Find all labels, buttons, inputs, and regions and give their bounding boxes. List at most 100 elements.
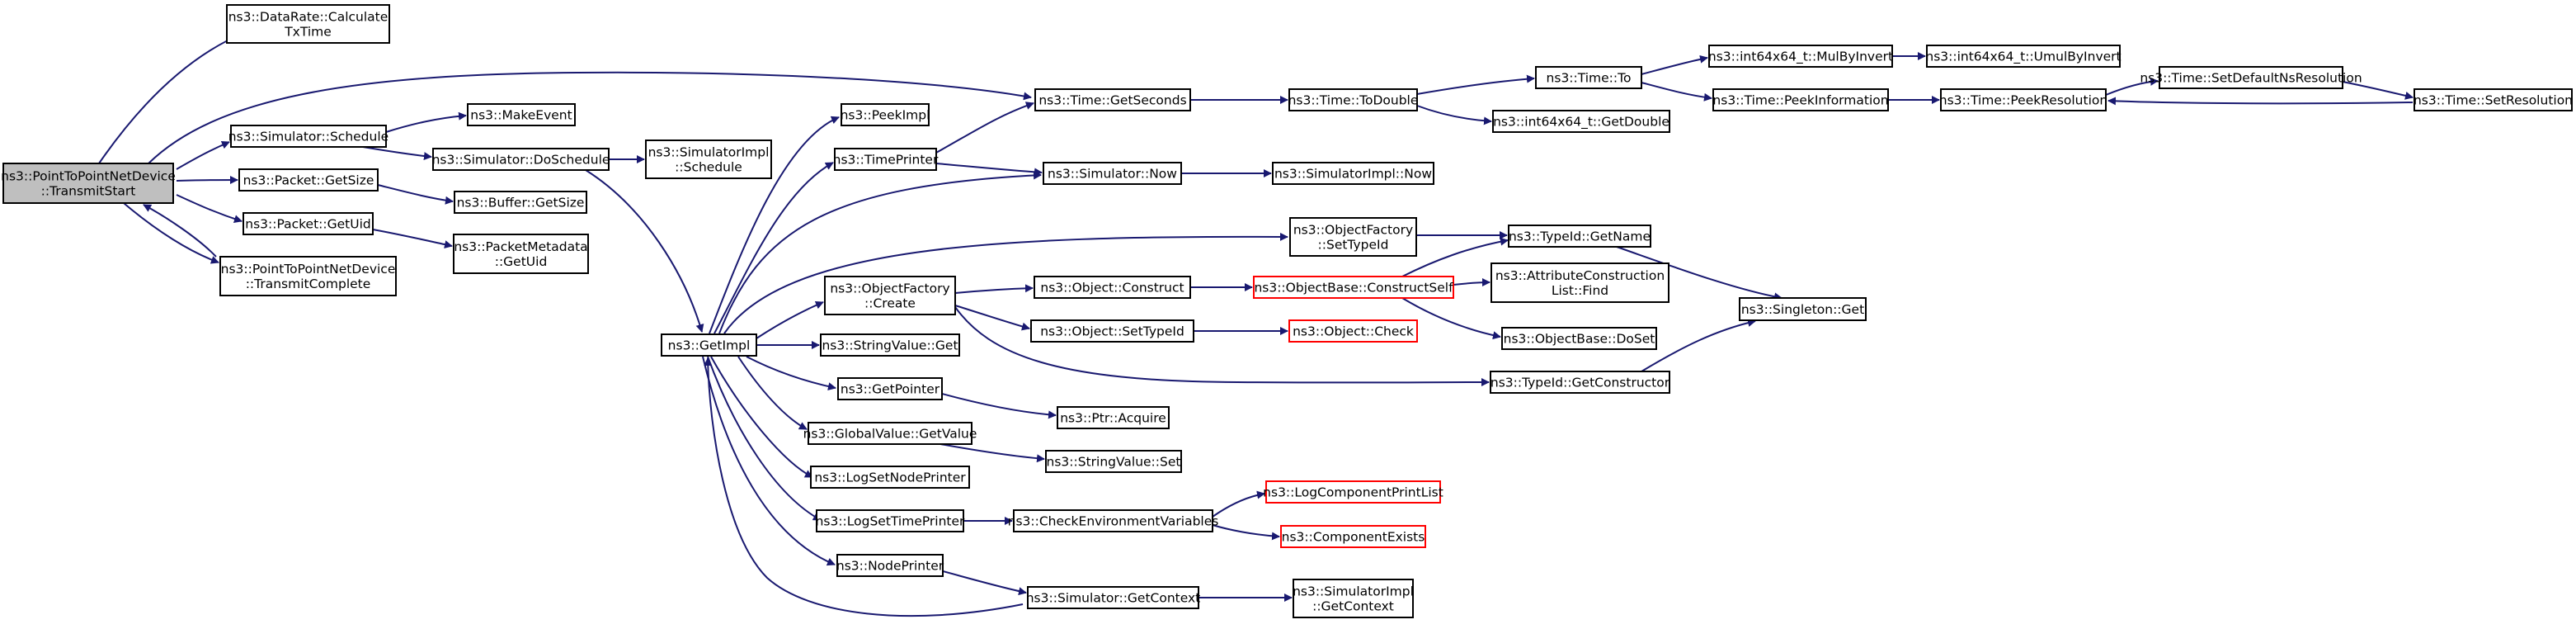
- node-box-compex[interactable]: [1280, 525, 1426, 548]
- node-box-umbi[interactable]: [1926, 45, 2121, 68]
- node-box-svset[interactable]: [1045, 450, 1182, 473]
- node-lstp[interactable]: ns3::LogSetTimePrinter: [816, 509, 965, 532]
- node-pmeta[interactable]: ns3::PacketMetadata::GetUid: [453, 234, 589, 274]
- node-psize[interactable]: ns3::Packet::GetSize: [238, 168, 379, 192]
- node-box-lstp[interactable]: [816, 509, 964, 532]
- node-cenv[interactable]: ns3::CheckEnvironmentVariables: [1008, 509, 1219, 532]
- node-sget[interactable]: ns3::Singleton::Get: [1739, 297, 1867, 321]
- node-lcpl[interactable]: ns3::LogComponentPrintList: [1263, 480, 1443, 504]
- node-box-lsnp[interactable]: [810, 466, 970, 489]
- node-box-tpr[interactable]: [1940, 88, 2107, 111]
- node-box-sched[interactable]: [230, 125, 387, 148]
- node-box-lcpl[interactable]: [1265, 480, 1441, 504]
- node-box-svget[interactable]: [820, 333, 960, 357]
- node-box-siminow[interactable]: [1272, 162, 1434, 185]
- node-ofsti[interactable]: ns3::ObjectFactory::SetTypeId: [1289, 217, 1417, 257]
- node-tsr[interactable]: ns3::Time::SetResolution: [2414, 88, 2573, 111]
- node-box-ofcreate[interactable]: [824, 276, 956, 315]
- node-tpr[interactable]: ns3::Time::PeekResolution: [1939, 88, 2107, 111]
- node-box-tgc[interactable]: [1490, 371, 1670, 394]
- node-box-i64gd[interactable]: [1492, 110, 1670, 133]
- node-box-puid[interactable]: [243, 212, 374, 235]
- node-objchk[interactable]: ns3::Object::Check: [1288, 319, 1418, 343]
- node-sgctx[interactable]: ns3::Simulator::GetContext: [1026, 586, 1201, 609]
- node-box-simnow[interactable]: [1043, 162, 1182, 185]
- node-box-simigc[interactable]: [1293, 579, 1414, 618]
- node-objcon[interactable]: ns3::Object::Construct: [1034, 276, 1191, 299]
- node-box-acl[interactable]: [1491, 262, 1669, 303]
- node-simigc[interactable]: ns3::SimulatorImpl::GetContext: [1293, 579, 1414, 618]
- node-nprint[interactable]: ns3::NodePrinter: [836, 554, 944, 577]
- node-simisch[interactable]: ns3::SimulatorImpl::Schedule: [645, 140, 772, 179]
- node-obds[interactable]: ns3::ObjectBase::DoSet: [1501, 327, 1657, 350]
- node-tgets[interactable]: ns3::Time::GetSeconds: [1034, 88, 1191, 111]
- node-box-objcon[interactable]: [1034, 276, 1191, 299]
- node-box-drc[interactable]: [226, 4, 390, 44]
- node-box-tgets[interactable]: [1034, 88, 1191, 111]
- node-tto[interactable]: ns3::Time::To: [1535, 66, 1642, 89]
- node-box-dosch[interactable]: [432, 148, 610, 171]
- node-dosch[interactable]: ns3::Simulator::DoSchedule: [432, 148, 610, 171]
- node-i64gd[interactable]: ns3::int64x64_t::GetDouble: [1492, 110, 1670, 133]
- node-box-gvget[interactable]: [808, 422, 972, 445]
- node-lsnp[interactable]: ns3::LogSetNodePrinter: [810, 466, 970, 489]
- node-box-root[interactable]: [2, 163, 174, 204]
- node-box-ptracq[interactable]: [1057, 406, 1170, 429]
- node-ptracq[interactable]: ns3::Ptr::Acquire: [1057, 406, 1170, 429]
- node-box-p2pc[interactable]: [219, 256, 397, 296]
- node-box-ofsti[interactable]: [1289, 217, 1417, 257]
- node-box-ttod[interactable]: [1288, 88, 1418, 111]
- node-obcs[interactable]: ns3::ObjectBase::ConstructSelf: [1253, 276, 1454, 299]
- node-mkev[interactable]: ns3::MakeEvent: [467, 103, 576, 126]
- node-peek[interactable]: ns3::PeekImpl: [841, 103, 930, 126]
- node-box-tto[interactable]: [1535, 66, 1642, 89]
- node-tgc[interactable]: ns3::TypeId::GetConstructor: [1490, 371, 1670, 394]
- node-box-tgn[interactable]: [1508, 225, 1651, 248]
- node-box-objsti[interactable]: [1030, 319, 1194, 343]
- node-box-sget[interactable]: [1739, 297, 1867, 321]
- node-siminow[interactable]: ns3::SimulatorImpl::Now: [1272, 162, 1434, 185]
- node-tpi[interactable]: ns3::Time::PeekInformation: [1712, 88, 1889, 111]
- node-box-objchk[interactable]: [1288, 319, 1418, 343]
- node-box-peek[interactable]: [841, 103, 930, 126]
- node-svset[interactable]: ns3::StringValue::Set: [1045, 450, 1182, 473]
- node-tsdnr[interactable]: ns3::Time::SetDefaultNsResolution: [2140, 66, 2362, 89]
- node-box-nprint[interactable]: [836, 554, 944, 577]
- node-simnow[interactable]: ns3::Simulator::Now: [1043, 162, 1182, 185]
- node-umbi[interactable]: ns3::int64x64_t::UmulByInvert: [1925, 45, 2122, 68]
- node-box-cenv[interactable]: [1013, 509, 1213, 532]
- node-compex[interactable]: ns3::ComponentExists: [1280, 525, 1426, 548]
- node-puid[interactable]: ns3::Packet::GetUid: [243, 212, 374, 235]
- node-tgn[interactable]: ns3::TypeId::GetName: [1508, 225, 1651, 248]
- node-box-tsdnr[interactable]: [2159, 66, 2343, 89]
- node-bsize[interactable]: ns3::Buffer::GetSize: [454, 191, 587, 214]
- node-box-obcs[interactable]: [1253, 276, 1454, 299]
- node-sched[interactable]: ns3::Simulator::Schedule: [228, 125, 389, 148]
- node-box-tpi[interactable]: [1712, 88, 1889, 111]
- node-svget[interactable]: ns3::StringValue::Get: [820, 333, 960, 357]
- node-box-pmeta[interactable]: [453, 234, 589, 274]
- node-box-tprint[interactable]: [834, 148, 937, 171]
- node-getptr[interactable]: ns3::GetPointer: [837, 377, 943, 400]
- node-box-getimpl[interactable]: [661, 333, 757, 357]
- node-ttod[interactable]: ns3::Time::ToDouble: [1288, 88, 1419, 111]
- node-box-getptr[interactable]: [837, 377, 943, 400]
- node-box-mbi[interactable]: [1708, 45, 1893, 68]
- node-box-mkev[interactable]: [467, 103, 576, 126]
- node-box-sgctx[interactable]: [1027, 586, 1199, 609]
- node-getimpl[interactable]: ns3::GetImpl: [661, 333, 757, 357]
- node-root[interactable]: ns3::PointToPointNetDevice::TransmitStar…: [1, 163, 176, 204]
- node-ofcreate[interactable]: ns3::ObjectFactory::Create: [824, 276, 956, 315]
- node-tprint[interactable]: ns3::TimePrinter: [833, 148, 939, 171]
- node-mbi[interactable]: ns3::int64x64_t::MulByInvert: [1708, 45, 1893, 68]
- node-box-simisch[interactable]: [645, 140, 772, 179]
- node-box-psize[interactable]: [238, 168, 379, 192]
- node-gvget[interactable]: ns3::GlobalValue::GetValue: [803, 422, 977, 445]
- node-objsti[interactable]: ns3::Object::SetTypeId: [1030, 319, 1194, 343]
- node-box-tsr[interactable]: [2414, 88, 2573, 111]
- node-p2pc[interactable]: ns3::PointToPointNetDevice::TransmitComp…: [219, 256, 397, 296]
- node-box-bsize[interactable]: [454, 191, 587, 214]
- node-box-obds[interactable]: [1501, 327, 1657, 350]
